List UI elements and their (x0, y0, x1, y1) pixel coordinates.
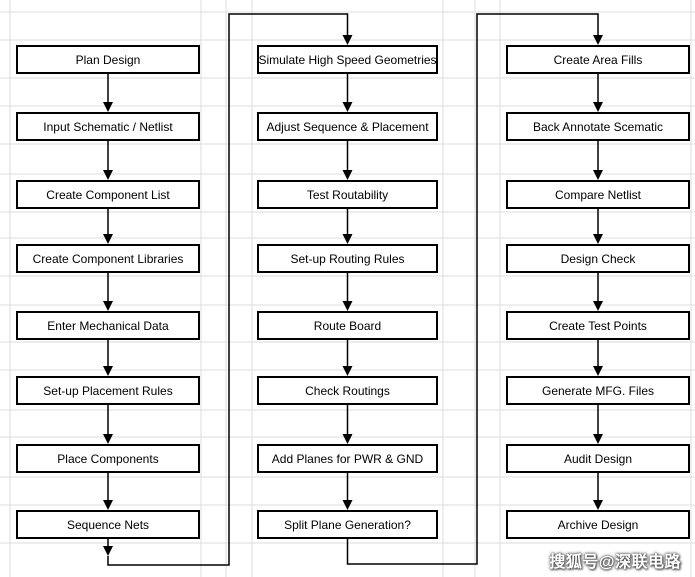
step-box: Adjust Sequence & Placement (257, 112, 438, 141)
step-box: Create Component List (16, 180, 200, 209)
step-box: Design Check (506, 244, 690, 273)
arrow-head (342, 301, 353, 311)
step-box: Create Area Fills (506, 45, 690, 74)
arrow-head (593, 234, 603, 244)
step-box: Create Test Points (506, 311, 690, 340)
arrow-head (593, 434, 603, 444)
column-link-line (346, 13, 599, 565)
step-box: Sequence Nets (16, 510, 200, 539)
arrow-head (103, 434, 113, 444)
step-box: Create Component Libraries (16, 244, 200, 273)
arrow-head (342, 500, 353, 510)
step-box: Set-up Routing Rules (257, 244, 438, 273)
arrow-head (103, 301, 113, 311)
arrow-head (593, 35, 603, 45)
arrow-head (103, 500, 113, 510)
arrow-head (593, 301, 603, 311)
flow-arrows (103, 13, 603, 566)
arrow-head (342, 234, 353, 244)
step-box: Back Annotate Scematic (506, 112, 690, 141)
arrow-head (342, 170, 353, 180)
arrow-head (103, 546, 113, 556)
arrow-head (593, 102, 603, 112)
step-box: Generate MFG. Files (506, 376, 690, 405)
step-box: Compare Netlist (506, 180, 690, 209)
watermark: 搜狐号@深联电路 (549, 554, 681, 571)
step-box: Set-up Placement Rules (16, 376, 200, 405)
step-box: Add Planes for PWR & GND (257, 444, 438, 473)
arrow-head (593, 170, 603, 180)
arrow-head (342, 35, 353, 45)
step-box: Input Schematic / Netlist (16, 112, 200, 141)
arrow-head (342, 102, 353, 112)
arrow-head (103, 366, 113, 376)
arrow-head (593, 366, 603, 376)
arrow-head (103, 102, 113, 112)
step-box: Place Components (16, 444, 200, 473)
arrow-head (342, 434, 353, 444)
arrow-head (103, 170, 113, 180)
arrow-head (342, 366, 353, 376)
arrow-head (103, 234, 113, 244)
step-box: Archive Design (506, 510, 690, 539)
arrow-head (593, 500, 603, 510)
step-box: Plan Design (16, 45, 200, 74)
step-box: Check Routings (257, 376, 438, 405)
step-box: Split Plane Generation? (257, 510, 438, 539)
step-box: Enter Mechanical Data (16, 311, 200, 340)
step-box: Route Board (257, 311, 438, 340)
step-box: Audit Design (506, 444, 690, 473)
column-link-line (107, 13, 349, 566)
step-box: Simulate High Speed Geometries (257, 45, 438, 74)
step-box: Test Routability (257, 180, 438, 209)
